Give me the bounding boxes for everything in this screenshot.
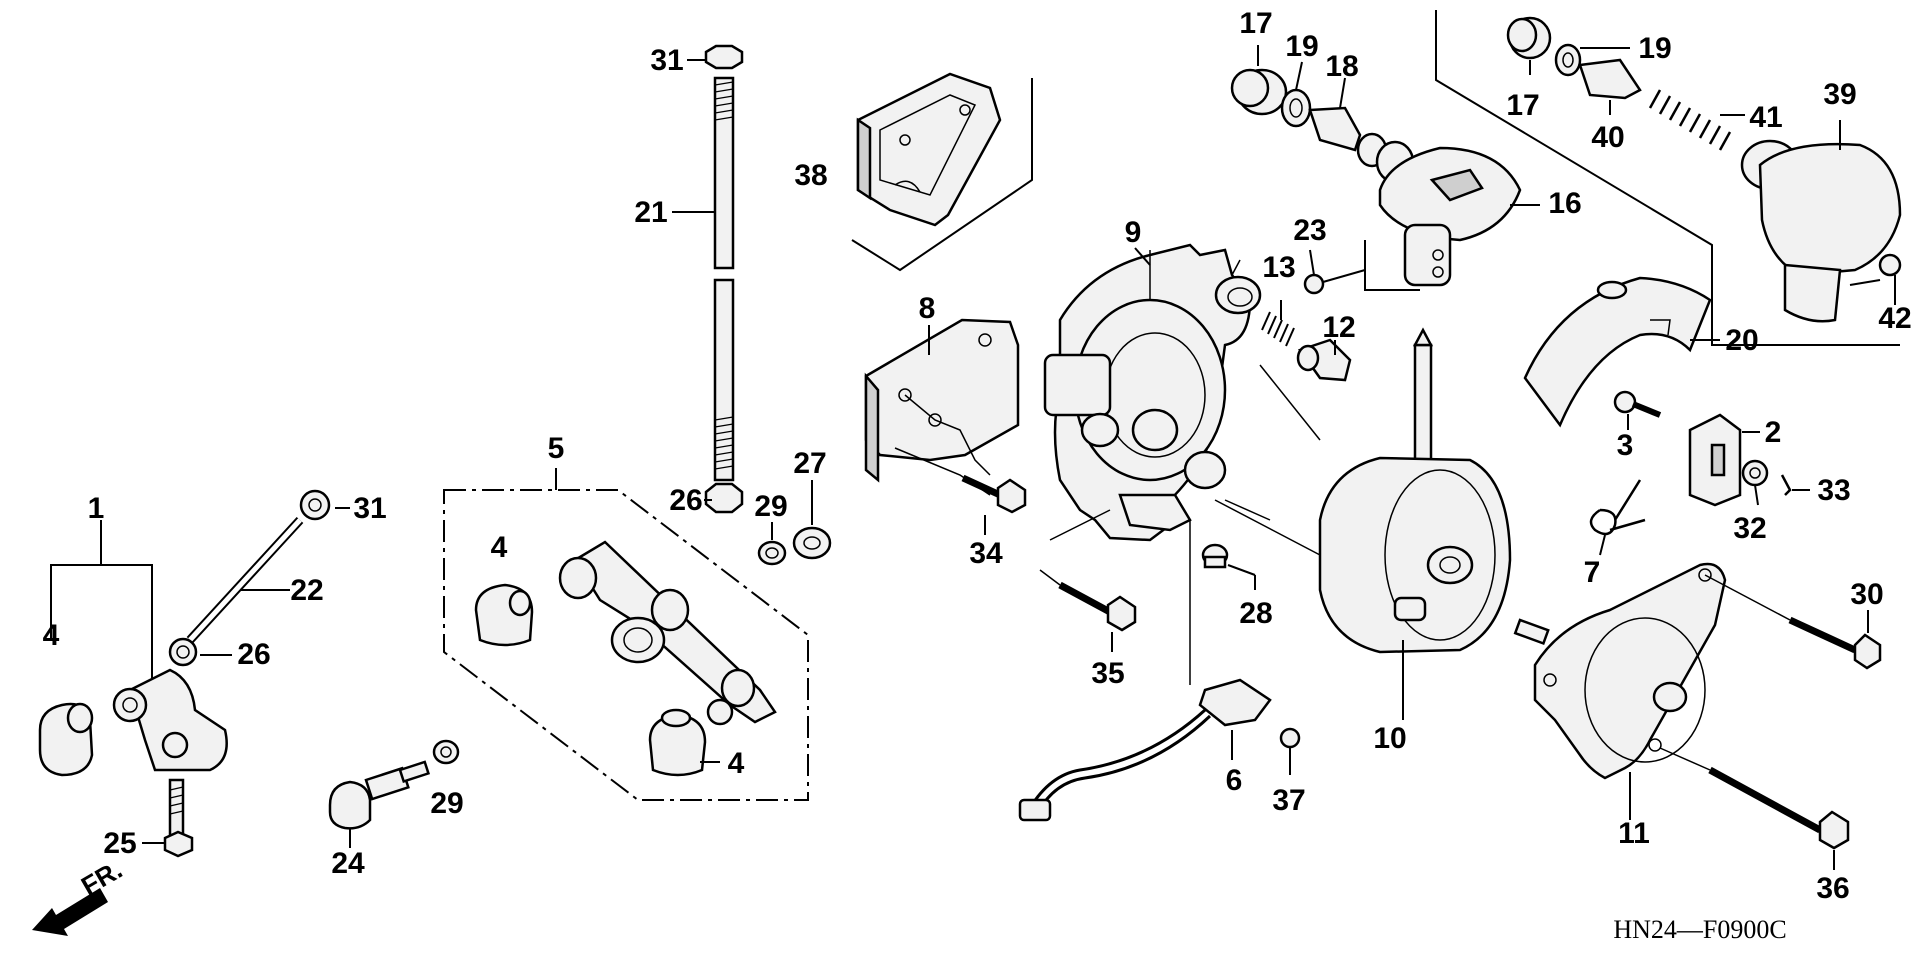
part-20-cover (1523, 276, 1720, 428)
front-direction-arrow: FR. (32, 854, 127, 936)
part-1-joint (38, 668, 228, 858)
part-21-rod (672, 44, 744, 514)
callout-10: 10 (1373, 722, 1406, 755)
callout-27: 27 (793, 447, 826, 480)
callout-19b: 19 (1638, 32, 1671, 65)
callout-29a: 29 (754, 490, 787, 523)
callout-35: 35 (1091, 657, 1124, 690)
part-35-bolt (1039, 569, 1137, 652)
callout-38: 38 (794, 159, 827, 192)
callout-25: 25 (103, 827, 136, 860)
washers (432, 480, 832, 765)
callout-12: 12 (1322, 311, 1355, 344)
callout-34: 34 (969, 537, 1003, 570)
part-28-plug (1201, 543, 1256, 590)
part-3-bolt (1613, 390, 1662, 430)
part-9-housing (1043, 243, 1262, 542)
callout-7: 7 (1584, 556, 1601, 589)
part-5-arm (474, 540, 777, 777)
callout-4c: 4 (728, 747, 745, 780)
callout-29b: 29 (430, 787, 463, 820)
callout-2: 2 (1765, 416, 1782, 449)
part-34-bolt (961, 474, 1027, 535)
part-6-switch (1018, 520, 1272, 822)
callout-22: 22 (290, 574, 323, 607)
part-12-pin (1296, 338, 1352, 382)
part-17-spring-left (1230, 45, 1288, 116)
callout-28: 28 (1239, 597, 1272, 630)
callout-32: 32 (1733, 512, 1766, 545)
part-39-knob (1740, 120, 1902, 323)
callout-20: 20 (1725, 324, 1758, 357)
part-36-bolt (1659, 747, 1850, 870)
part-41-spring-right (1648, 89, 1745, 151)
part-30-bolt (1704, 574, 1882, 670)
part-33-clip (1780, 474, 1810, 496)
callout-4a: 4 (43, 619, 60, 652)
callout-21: 21 (634, 196, 667, 229)
part-42-screw (1849, 253, 1902, 305)
callout-19a: 19 (1285, 30, 1318, 63)
front-label: FR. (76, 854, 127, 901)
callout-11: 11 (1618, 817, 1650, 850)
callout-8: 8 (919, 292, 936, 325)
callout-42: 42 (1878, 302, 1911, 335)
part-13-spring (1261, 300, 1295, 347)
callout-24: 24 (331, 847, 365, 880)
callout-31a: 31 (650, 44, 683, 77)
part-8-bracket (864, 318, 1020, 496)
callout-36: 36 (1816, 872, 1849, 905)
callout-26a: 26 (237, 638, 270, 671)
part-19-washer-right (1554, 43, 1630, 77)
callouts: 1 2 3 4 4 4 5 6 7 8 9 10 11 12 13 16 17 … (43, 7, 1912, 905)
callout-9: 9 (1125, 216, 1142, 249)
part-23-screw (1303, 249, 1366, 295)
callout-1: 1 (88, 492, 105, 525)
part-2-plate (1688, 413, 1760, 507)
part-40-collar-right (1578, 58, 1642, 115)
part-37-screw (1279, 727, 1301, 775)
callout-30: 30 (1850, 578, 1883, 611)
callout-33: 33 (1817, 474, 1850, 507)
callout-5: 5 (548, 432, 565, 465)
callout-18: 18 (1325, 50, 1358, 83)
callout-16: 16 (1548, 187, 1581, 220)
part-10-drum (1318, 327, 1512, 720)
callout-37: 37 (1272, 784, 1305, 817)
callout-6: 6 (1226, 764, 1243, 797)
part-38-plate (856, 72, 1002, 227)
callout-4b: 4 (491, 531, 508, 564)
callout-17a: 17 (1239, 7, 1272, 40)
part-17-spring-right (1506, 16, 1552, 75)
part-18-collar-left (1308, 77, 1388, 168)
part-24-pin (328, 760, 431, 848)
callout-17b: 17 (1506, 89, 1539, 122)
callout-31b: 31 (353, 492, 386, 525)
part-7-spring (1589, 479, 1646, 556)
part-32-washer (1741, 459, 1769, 506)
group-brackets (50, 10, 1900, 801)
callout-41: 41 (1749, 101, 1782, 134)
part-16-lever (1375, 140, 1540, 287)
callout-40: 40 (1591, 121, 1624, 154)
part-11-cover (1513, 562, 1727, 820)
callout-23: 23 (1293, 214, 1326, 247)
leader-lines (1049, 250, 1321, 556)
callout-26b: 26 (669, 484, 702, 517)
part-22-rod (168, 489, 350, 667)
diagram-code: HN24—F0900C (1613, 915, 1786, 944)
callout-13: 13 (1262, 251, 1295, 284)
part-19-washer-left (1280, 61, 1312, 128)
callout-39: 39 (1823, 78, 1856, 111)
callout-3: 3 (1617, 429, 1634, 462)
